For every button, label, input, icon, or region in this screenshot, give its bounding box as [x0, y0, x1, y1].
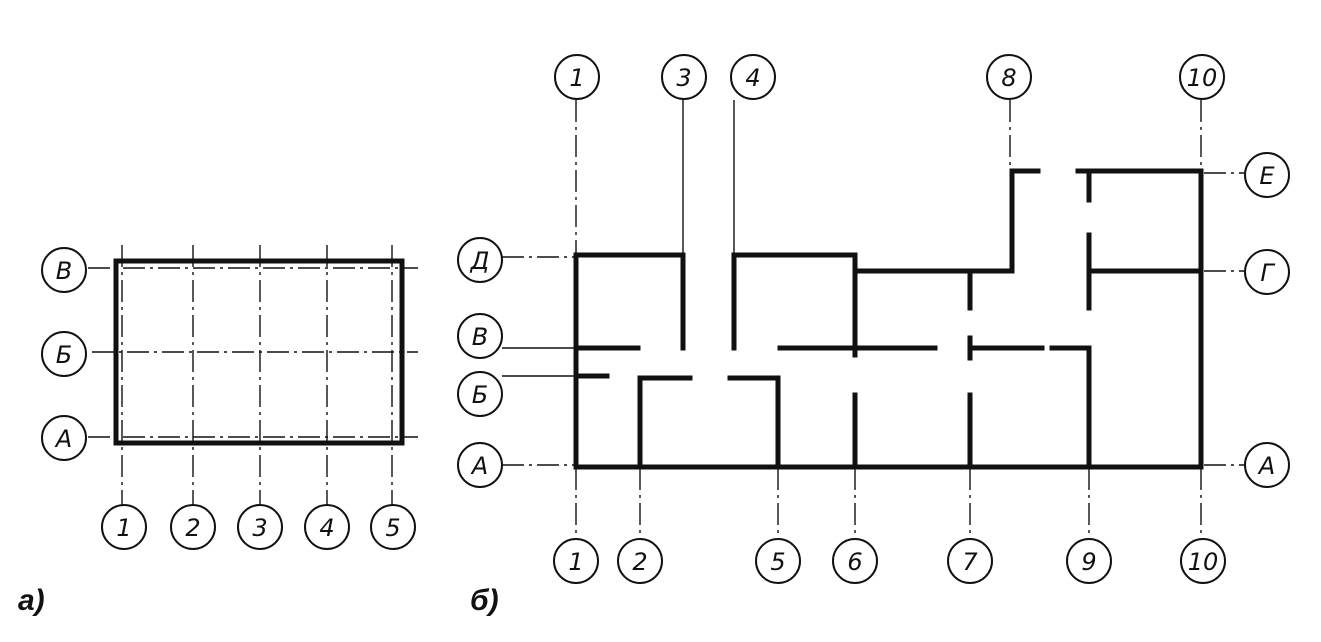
svg-text:8: 8 — [1001, 64, 1016, 92]
diagram-a-column-marker: 4 — [304, 504, 350, 550]
diagram-b-bottom-marker: 7 — [947, 538, 993, 584]
diagram-b: 1 3 4 8 10 1 2 5 — [457, 54, 1290, 617]
diagram-a-column-axis-lines — [121, 245, 393, 505]
diagram-b-left-marker: В — [457, 313, 503, 359]
svg-text:А: А — [470, 452, 488, 480]
diagram-b-left-marker: Б — [457, 371, 503, 417]
svg-text:1: 1 — [569, 64, 584, 92]
svg-text:5: 5 — [770, 548, 785, 576]
diagram-b-bottom-marker: 9 — [1066, 538, 1112, 584]
svg-text:9: 9 — [1081, 548, 1096, 576]
diagram-b-bottom-marker: 5 — [755, 538, 801, 584]
diagram-b-right-marker: Е — [1244, 152, 1290, 198]
svg-text:Б: Б — [56, 341, 72, 369]
diagram-a-row-marker: А — [41, 415, 87, 461]
svg-text:3: 3 — [676, 64, 691, 92]
svg-text:2: 2 — [185, 514, 200, 542]
diagram-a-caption: а) — [18, 584, 45, 617]
diagram-b-top-marker: 4 — [730, 54, 776, 100]
diagram-b-right-marker: Г — [1244, 249, 1290, 295]
diagram-a-building-outline — [113, 258, 405, 446]
diagram-b-left-marker: Д — [457, 237, 503, 283]
svg-text:10: 10 — [1187, 64, 1218, 92]
diagram-b-top-marker: 8 — [986, 54, 1032, 100]
diagram-b-bottom-marker: 2 — [617, 538, 663, 584]
svg-text:2: 2 — [632, 548, 647, 576]
svg-text:6: 6 — [847, 548, 862, 576]
diagram-b-bottom-marker: 6 — [832, 538, 878, 584]
diagram-b-top-marker: 10 — [1179, 54, 1225, 100]
diagram-a-column-marker: 1 — [101, 504, 147, 550]
svg-text:А: А — [1257, 452, 1275, 480]
diagram-b-bottom-marker: 1 — [553, 538, 599, 584]
svg-text:Б: Б — [472, 381, 488, 409]
svg-text:10: 10 — [1188, 548, 1219, 576]
svg-text:4: 4 — [319, 514, 334, 542]
diagram-b-top-marker: 1 — [554, 54, 600, 100]
svg-text:Д: Д — [470, 247, 490, 275]
diagram-b-caption: б) — [470, 584, 499, 617]
svg-text:7: 7 — [962, 548, 978, 576]
diagram-b-right-marker: А — [1244, 442, 1290, 488]
diagram-a-row-axis-lines — [88, 267, 418, 438]
svg-text:3: 3 — [252, 514, 267, 542]
svg-text:1: 1 — [568, 548, 583, 576]
diagram-a-column-marker: 3 — [237, 504, 283, 550]
svg-text:1: 1 — [116, 514, 131, 542]
diagram-a: В Б А 1 2 3 4 5 а) — [18, 245, 418, 617]
svg-text:В: В — [472, 323, 488, 351]
diagram-a-column-marker: 5 — [370, 504, 416, 550]
diagram-a-row-marker: Б — [41, 331, 87, 377]
svg-text:Г: Г — [1260, 259, 1275, 287]
diagram-b-axis-lines — [502, 100, 1244, 536]
diagram-b-top-marker: 3 — [661, 54, 707, 100]
diagram-b-walls — [573, 168, 1204, 470]
diagram-a-column-marker: 2 — [170, 504, 216, 550]
svg-text:В: В — [56, 257, 72, 285]
svg-text:5: 5 — [385, 514, 400, 542]
svg-text:А: А — [54, 425, 72, 453]
svg-text:4: 4 — [745, 64, 760, 92]
diagram-b-bottom-marker: 10 — [1180, 538, 1226, 584]
diagram-a-row-marker: В — [41, 247, 87, 293]
diagram-b-left-marker: А — [457, 442, 503, 488]
svg-text:Е: Е — [1259, 162, 1275, 190]
